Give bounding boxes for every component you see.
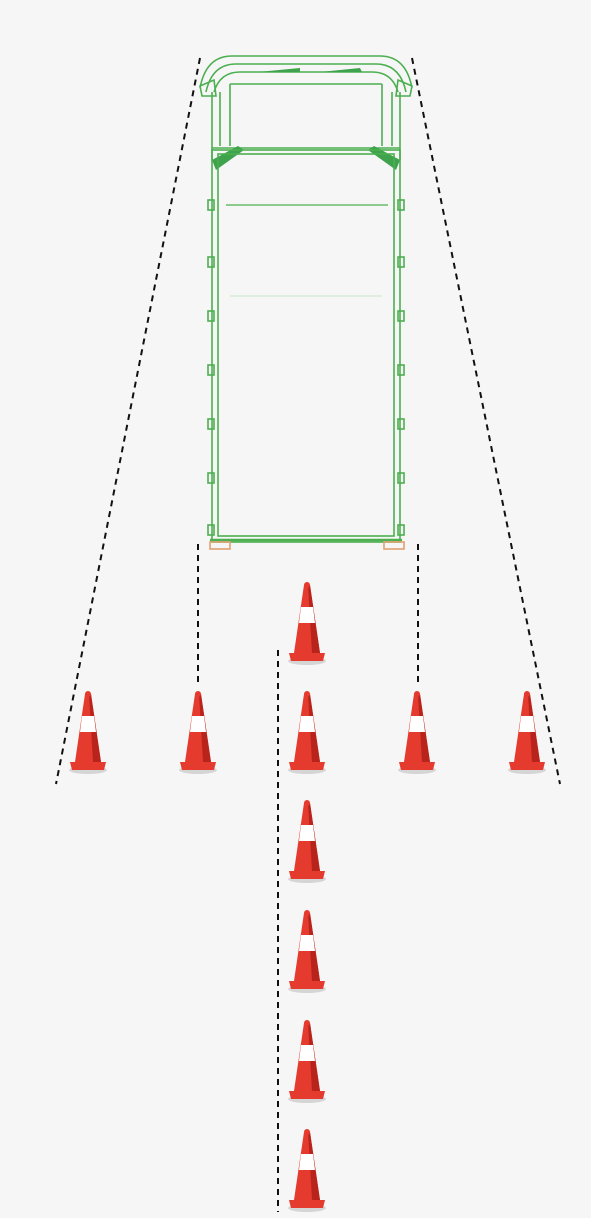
guide-line-outer-right: [412, 58, 560, 784]
traffic-cone-icon: [288, 691, 326, 774]
traffic-cone-icon: [179, 691, 217, 774]
truck-top-view-icon: [200, 56, 412, 549]
traffic-cone-icon: [398, 691, 436, 774]
traffic-cone-icon: [69, 691, 107, 774]
traffic-cone-icon: [288, 910, 326, 993]
traffic-cone-icon: [288, 582, 326, 665]
traffic-cone-icon: [508, 691, 546, 774]
traffic-cones: [69, 582, 546, 1212]
traffic-cone-icon: [288, 1129, 326, 1212]
guide-line-outer-left: [56, 58, 200, 784]
traffic-cone-icon: [288, 800, 326, 883]
traffic-cone-icon: [288, 1020, 326, 1103]
